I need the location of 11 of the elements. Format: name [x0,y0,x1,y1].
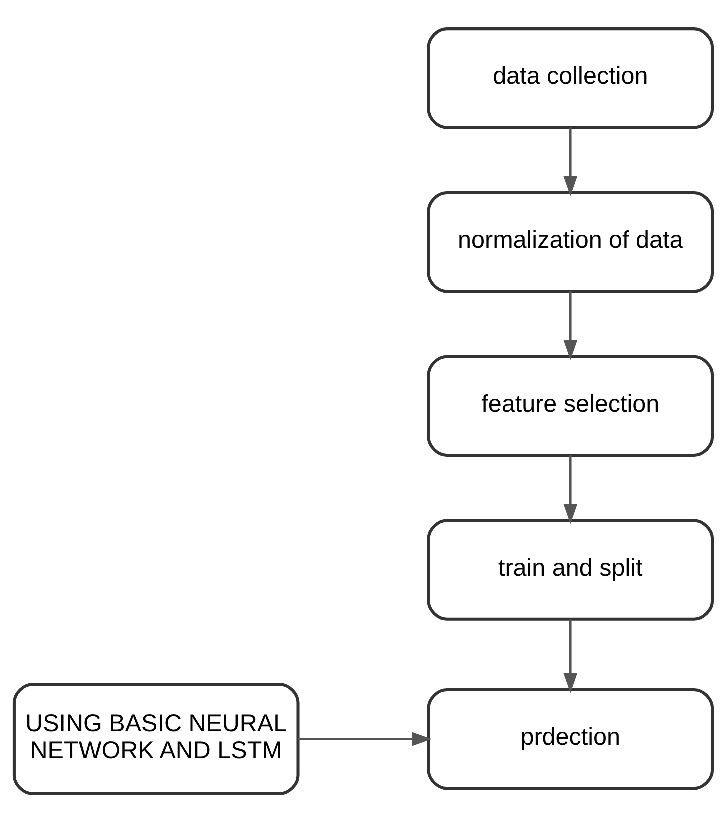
node-box: USING BASIC NEURAL NETWORK AND LSTM [12,682,300,795]
arrow [298,732,432,746]
node-box: train and split [427,518,714,620]
node-box: normalization of data [427,190,714,293]
node-box: prdection [427,688,714,790]
arrow [564,619,578,693]
arrow [564,291,578,360]
node-box: feature selection [427,354,714,457]
arrow [564,455,578,524]
node-box: data collection [427,27,714,129]
arrow [564,127,578,196]
